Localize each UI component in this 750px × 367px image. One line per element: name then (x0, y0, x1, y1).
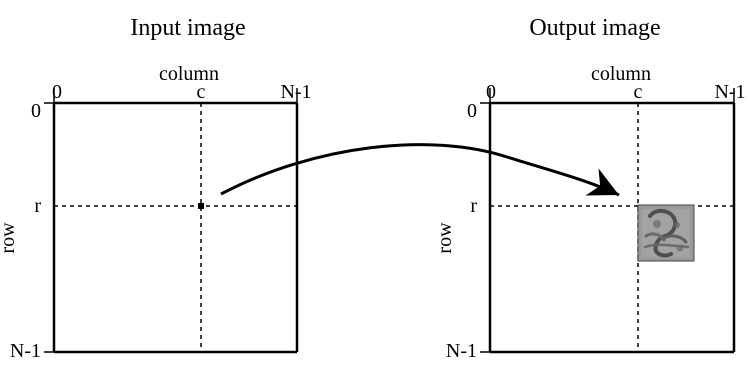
input-top-tick-n1: N-1 (280, 81, 311, 103)
output-patch-spot-b (674, 222, 680, 228)
output-patch-background (637, 204, 695, 262)
input-top-tick-0: 0 (52, 81, 62, 103)
output-top-tick-n1: N-1 (714, 81, 745, 103)
output-image-title: Output image (529, 15, 660, 41)
input-left-tick-r: r (34, 195, 41, 217)
output-row-label: row (434, 222, 456, 254)
output-patch-spot-a (653, 220, 661, 228)
input-image-title: Input image (130, 15, 245, 41)
input-left-tick-n1: N-1 (10, 340, 41, 362)
output-column-label: column (591, 63, 651, 85)
mapping-arrow (220, 143, 620, 197)
output-patch-spot-c (676, 244, 684, 252)
output-left-tick-r: r (470, 195, 477, 217)
input-pixel-point (198, 203, 204, 209)
output-top-tick-c: c (634, 81, 643, 103)
input-top-tick-c: c (197, 81, 206, 103)
output-left-tick-0: 0 (467, 100, 477, 122)
output-top-tick-0: 0 (486, 81, 496, 103)
input-column-label: column (159, 63, 219, 85)
output-left-tick-n1: N-1 (446, 340, 477, 362)
input-row-label: row (0, 222, 19, 254)
output-patch-glyph-stroke-c (662, 234, 688, 244)
output-patch-image (637, 204, 695, 262)
input-left-tick-0: 0 (31, 100, 41, 122)
